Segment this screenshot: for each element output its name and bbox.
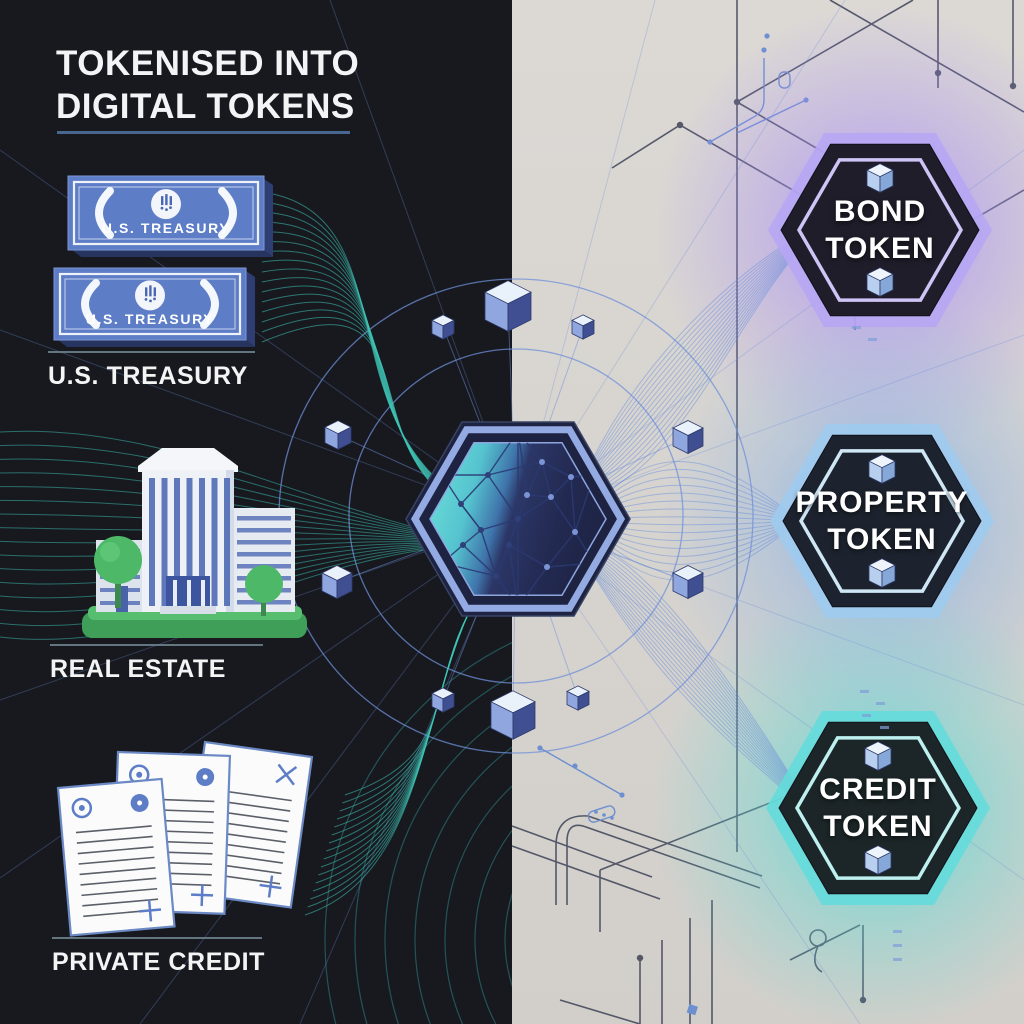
cube-icon <box>490 690 536 740</box>
cube-icon <box>672 565 704 600</box>
bond-token-label: BOND TOKEN <box>770 193 990 267</box>
real-estate-building-illustration <box>82 448 307 638</box>
title-line-1: TOKENISED INTO <box>56 44 360 83</box>
cube-icon <box>431 687 455 713</box>
page-title: TOKENISED INTO DIGITAL TOKENS <box>56 42 359 128</box>
property-token-line-2: TOKEN <box>827 523 937 556</box>
cube-ring <box>321 280 704 740</box>
cube-icon <box>864 845 892 875</box>
bond-token-hex <box>768 133 992 327</box>
cube-icon <box>324 420 352 450</box>
private-credit-documents-illustration <box>56 740 314 937</box>
bond-token-line-2: TOKEN <box>825 232 935 265</box>
treasury-bill-1-text: U.S. TREASURY <box>101 220 231 236</box>
seal-circle-icon <box>71 797 93 819</box>
treasury-bill <box>53 267 255 347</box>
real-estate-divider <box>50 644 263 646</box>
property-token-hex <box>770 424 994 618</box>
central-hexagon <box>405 421 631 617</box>
treasury-bills-illustration <box>53 175 273 347</box>
treasury-bill-2-text: U.S. TREASURY <box>85 311 215 327</box>
real-estate-label: REAL ESTATE <box>50 655 227 683</box>
title-line-2: DIGITAL TOKENS <box>56 87 355 126</box>
credit-token-label: CREDIT TOKEN <box>768 771 988 845</box>
us-treasury-label: U.S. TREASURY <box>48 362 248 390</box>
title-underline <box>57 131 350 134</box>
seal-circle-icon <box>196 768 215 787</box>
property-token-label: PROPERTY TOKEN <box>772 484 992 558</box>
cube-icon <box>321 565 353 600</box>
digital-glyph-dashes <box>852 326 902 961</box>
bond-token-line-1: BOND <box>833 195 927 228</box>
x-mark-icon <box>275 763 298 786</box>
private-credit-label: PRIVATE CREDIT <box>52 948 266 976</box>
treasury-bill <box>67 175 273 257</box>
cube-icon <box>868 558 896 588</box>
treasury-seal-icon <box>135 280 165 311</box>
plus-icon <box>191 883 214 907</box>
token-hexagons <box>766 133 994 905</box>
treasury-seal-icon <box>151 189 181 220</box>
cube-icon <box>866 163 894 193</box>
plus-icon <box>138 899 162 922</box>
cube-icon <box>571 314 595 340</box>
document-arcs <box>324 642 512 1024</box>
property-token-line-1: PROPERTY <box>795 486 969 519</box>
asset-flow-lines <box>0 191 482 916</box>
private-credit-divider <box>52 937 262 939</box>
cube-icon <box>484 280 532 332</box>
cube-icon <box>566 685 590 711</box>
cube-icon <box>864 741 892 771</box>
credit-token-line-1: CREDIT <box>819 773 937 806</box>
cube-icon <box>672 420 704 455</box>
cube-icon <box>868 454 896 484</box>
us-treasury-divider <box>48 351 255 353</box>
credit-token-line-2: TOKEN <box>823 810 933 843</box>
credit-document <box>56 777 176 937</box>
credit-token-hex <box>766 711 990 905</box>
cube-icon <box>431 314 455 340</box>
plus-icon <box>259 875 282 898</box>
cube-icon <box>866 267 894 297</box>
seal-circle-icon <box>130 793 149 812</box>
